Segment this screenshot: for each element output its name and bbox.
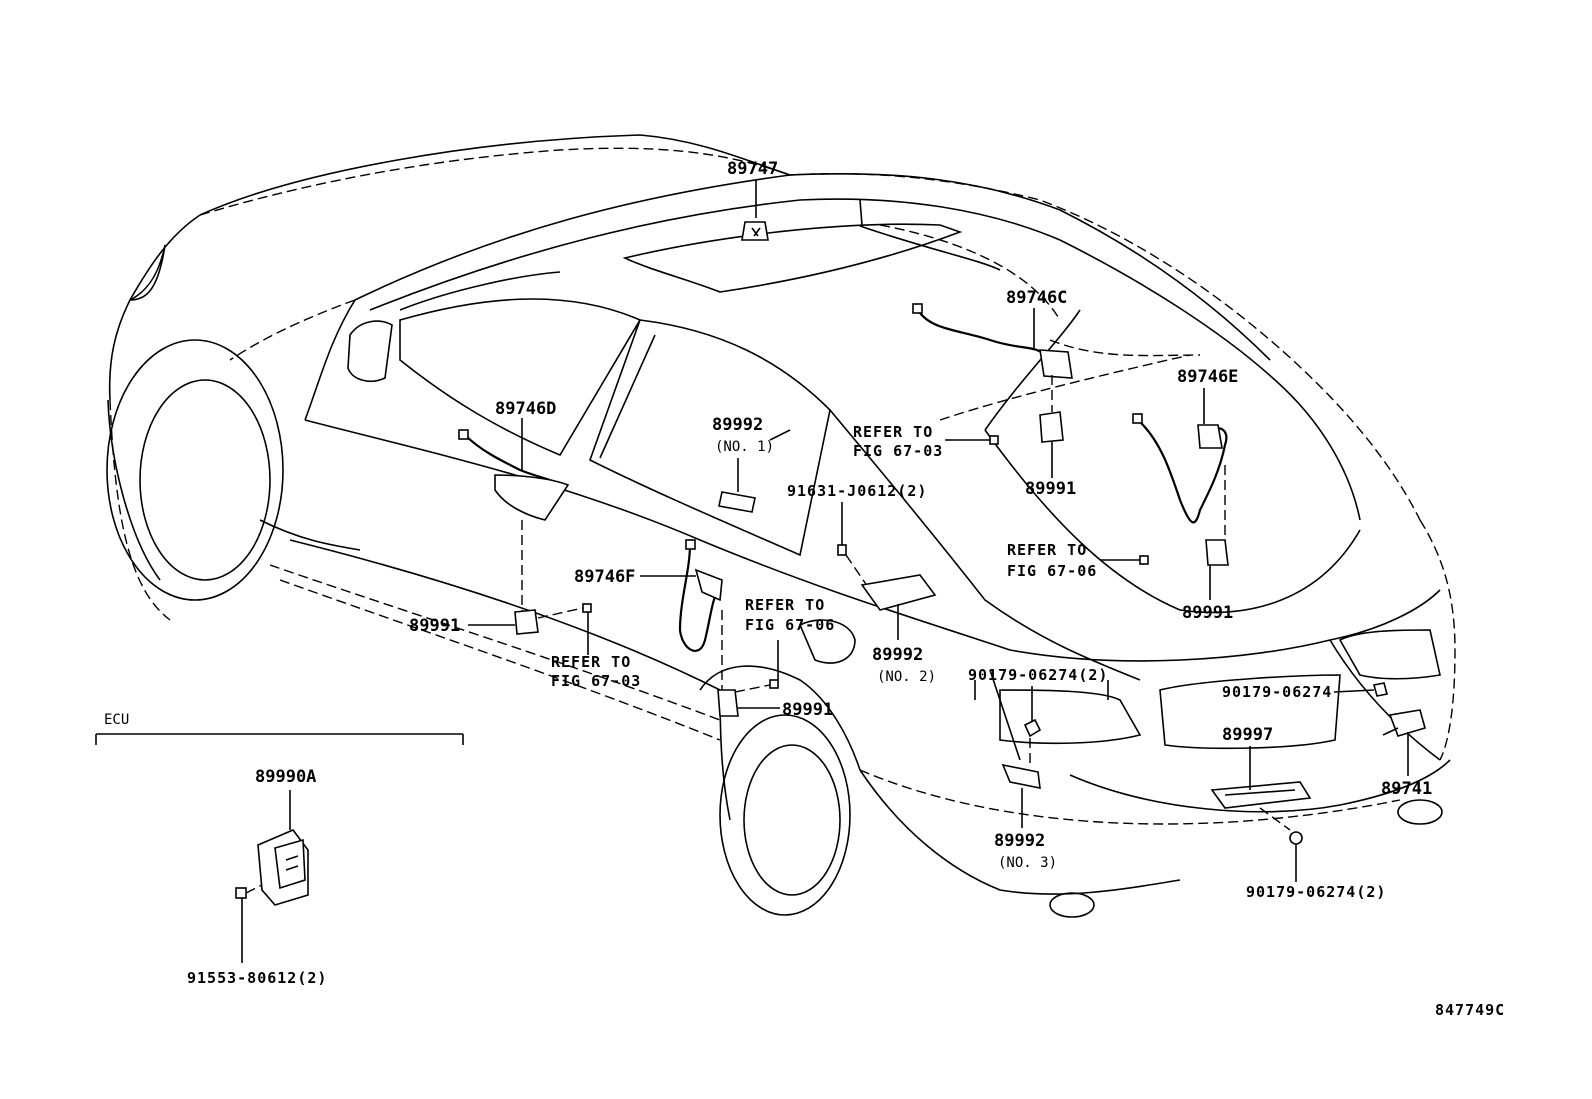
- label-89747: 89747: [727, 159, 778, 179]
- label-89746D: 89746D: [495, 399, 556, 419]
- label-89991-left: 89991: [409, 616, 460, 636]
- screw-icon-1: [989, 435, 999, 445]
- label-89992-no3-sub: (NO. 3): [998, 855, 1057, 871]
- label-89746F: 89746F: [574, 567, 635, 587]
- label-89992-no2-sub: (NO. 2): [877, 669, 936, 685]
- label-89997: 89997: [1222, 725, 1273, 745]
- leader-90179-right: [1333, 689, 1375, 693]
- label-89990A: 89990A: [255, 767, 316, 787]
- refer-fig-67-06-mid-line2: FIG 67-06: [745, 616, 835, 634]
- refer-fig-67-06-right-line1: REFER TO: [1007, 541, 1087, 559]
- part-90179-right-icon[interactable]: [1373, 682, 1388, 697]
- label-89741: 89741: [1381, 779, 1432, 799]
- refer-fig-67-03-left-line1: REFER TO: [551, 653, 631, 671]
- part-89990A-icon[interactable]: [257, 829, 309, 906]
- part-89991-left-icon[interactable]: [514, 609, 539, 635]
- part-90179-bottom-icon[interactable]: [1289, 831, 1303, 845]
- label-91631: 91631-J0612(2): [787, 482, 927, 500]
- part-89991-rear-icon[interactable]: [1205, 539, 1229, 566]
- car-hidden-lines: [109, 147, 1456, 825]
- part-91631-icon[interactable]: [837, 544, 847, 556]
- ecu-section-title: ECU: [104, 712, 129, 728]
- refer-fig-67-03-top-line1: REFER TO: [853, 423, 933, 441]
- label-89991-door: 89991: [782, 700, 833, 720]
- label-89992-no2: 89992: [872, 645, 923, 665]
- screw-icon-2: [1139, 555, 1149, 565]
- label-90179-center: 90179-06274(2): [968, 666, 1108, 684]
- part-89991-top-icon[interactable]: [1039, 411, 1064, 443]
- diagram-code: 847749C: [1435, 1001, 1505, 1019]
- label-89991-rear: 89991: [1182, 603, 1233, 623]
- label-89992-no1-sub: (NO. 1): [715, 439, 774, 455]
- label-89992-no1: 89992: [712, 415, 763, 435]
- screw-icon-4: [769, 679, 779, 689]
- refer-fig-67-03-top-line2: FIG 67-03: [853, 442, 943, 460]
- part-89992-no3-icon[interactable]: [1001, 763, 1041, 790]
- part-89992-no1-icon[interactable]: [718, 429, 791, 513]
- label-89992-no3: 89992: [994, 831, 1045, 851]
- label-89991-top: 89991: [1025, 479, 1076, 499]
- part-89746E-icon[interactable]: [1132, 413, 1228, 524]
- part-91553-icon[interactable]: [235, 887, 247, 899]
- part-89746F-icon[interactable]: [678, 539, 723, 652]
- label-90179-right: 90179-06274: [1222, 683, 1332, 701]
- part-89992-no2-icon[interactable]: [860, 574, 937, 611]
- refer-fig-67-06-mid-line1: REFER TO: [745, 596, 825, 614]
- part-89747-icon[interactable]: [741, 221, 769, 241]
- part-89746C-icon[interactable]: [912, 303, 1073, 379]
- label-89746E: 89746E: [1177, 367, 1238, 387]
- label-90179-bottom: 90179-06274(2): [1246, 883, 1386, 901]
- part-89991-door-icon[interactable]: [717, 689, 739, 717]
- part-89746D-icon[interactable]: [458, 429, 570, 521]
- ecu-inset-bracket: [95, 733, 464, 745]
- refer-fig-67-06-right-line2: FIG 67-06: [1007, 562, 1097, 580]
- screw-icon-3: [582, 603, 592, 613]
- part-89997-icon[interactable]: [1210, 781, 1312, 809]
- label-89746C: 89746C: [1006, 288, 1067, 308]
- part-90179-center-icon[interactable]: [1023, 718, 1042, 738]
- label-91553: 91553-80612(2): [187, 969, 327, 987]
- refer-fig-67-03-left-line2: FIG 67-03: [551, 672, 641, 690]
- part-89741-icon[interactable]: [1382, 709, 1426, 737]
